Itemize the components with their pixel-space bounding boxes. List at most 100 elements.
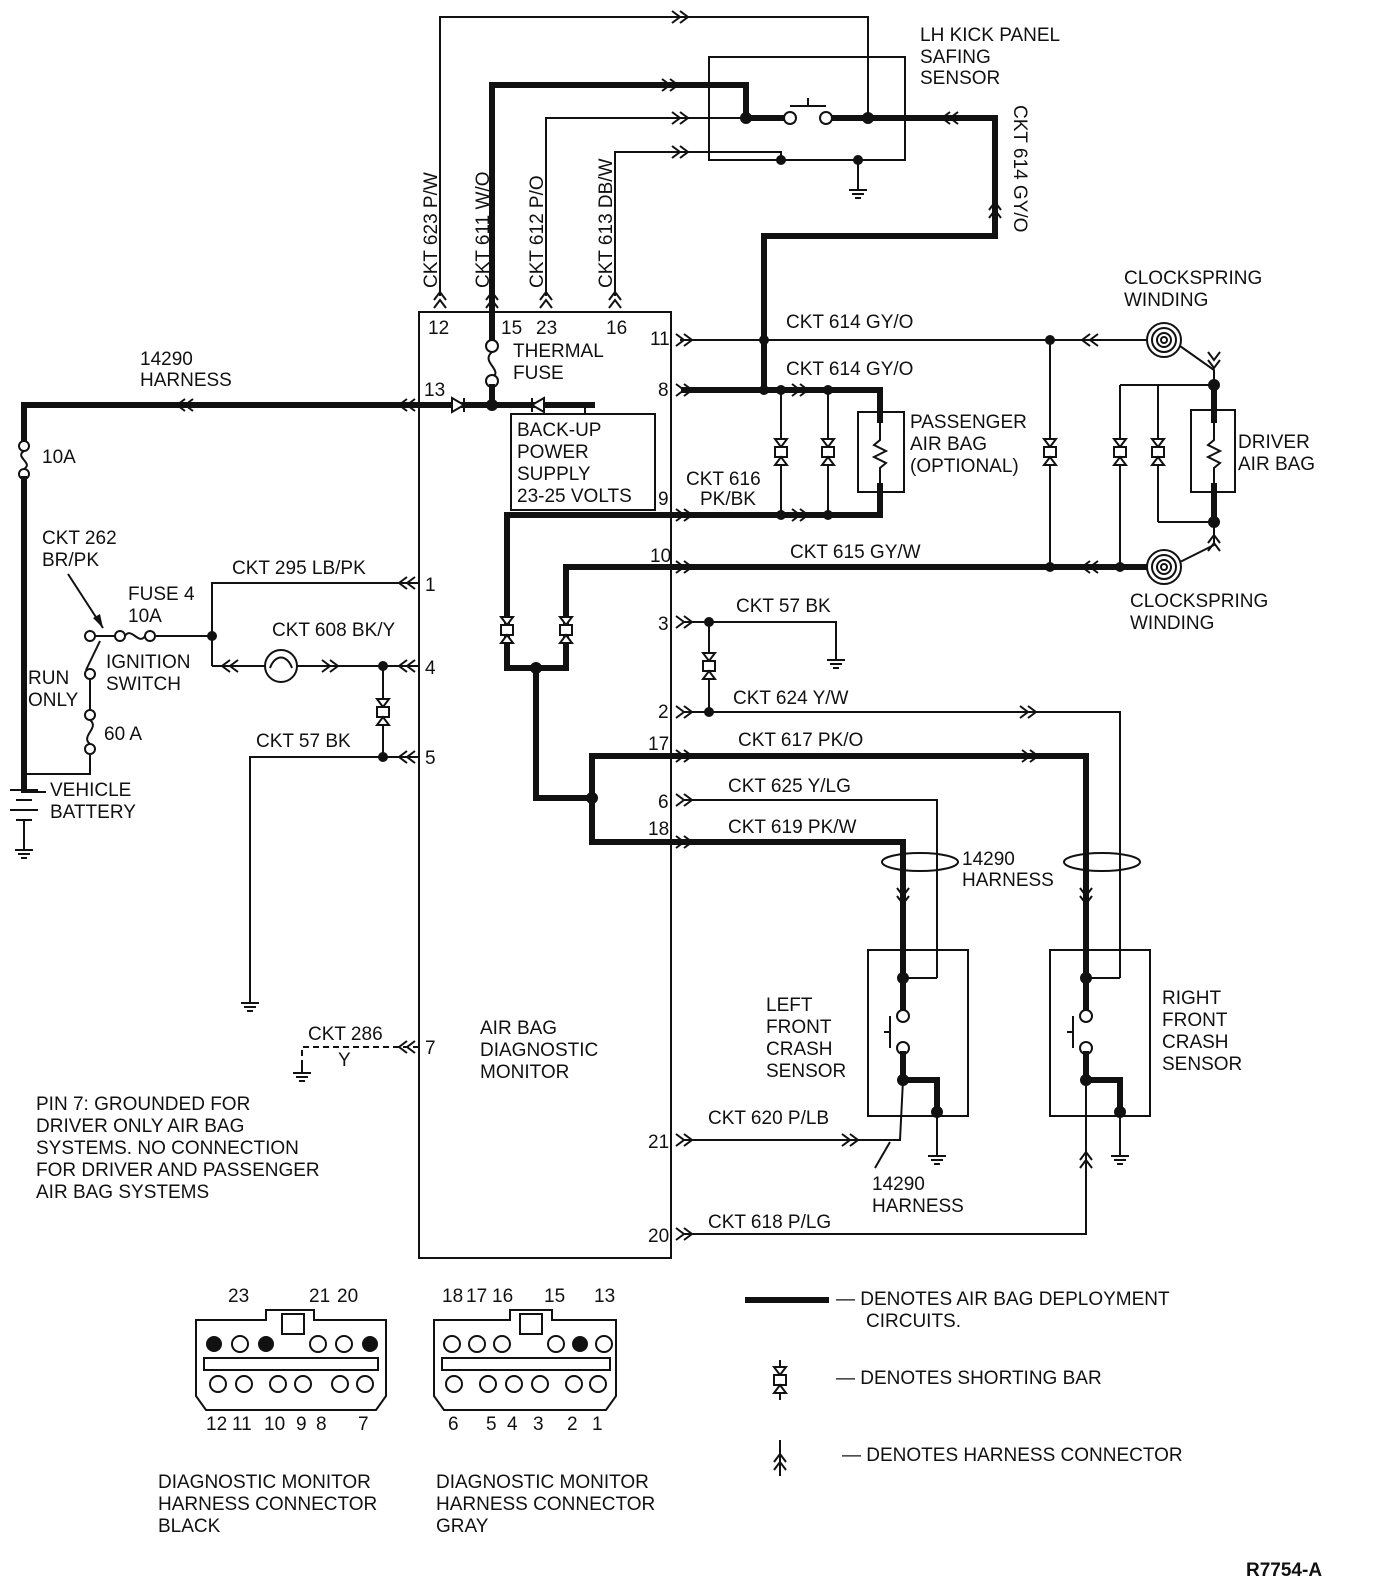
legend-shorting-bar-icon	[773, 1359, 787, 1401]
right-crash-label-4: SENSOR	[1162, 1054, 1242, 1075]
left-crash-label-3: CRASH	[766, 1039, 833, 1060]
right-crash-label-1: RIGHT	[1162, 988, 1222, 1009]
legend-harness-label: — DENOTES HARNESS CONNECTOR	[842, 1445, 1183, 1466]
backup-power-box	[510, 413, 656, 511]
gray-conn-bottom-2: 2	[567, 1414, 578, 1435]
pin7-note-5: AIR BAG SYSTEMS	[36, 1182, 209, 1203]
black-conn-bottom-12: 12	[206, 1414, 227, 1435]
ckt617-label: CKT 617 PK/O	[738, 730, 863, 751]
ckt614-vertical-label: CKT 614 GY/O	[1009, 105, 1030, 232]
ckt57-right-label: CKT 57 BK	[736, 596, 831, 617]
left-crash-label-1: LEFT	[766, 995, 813, 1016]
safing-label: SAFING	[920, 47, 991, 68]
backup-label-1: BACK-UP	[517, 420, 601, 441]
gray-conn-caption-3: GRAY	[436, 1516, 489, 1537]
pin-21: 21	[648, 1132, 669, 1153]
black-conn-bottom-7: 7	[358, 1414, 369, 1435]
gray-connector-diagram	[433, 1309, 617, 1411]
ignition-label-1: IGNITION	[106, 652, 190, 673]
legend-deploy-label-2: CIRCUITS.	[866, 1311, 961, 1332]
ckt608-label: CKT 608 BK/Y	[272, 620, 396, 641]
backup-label-4: 23-25 VOLTS	[517, 486, 632, 507]
harness-low-label-2: HARNESS	[872, 1196, 964, 1217]
backup-label-2: POWER	[517, 442, 589, 463]
passenger-label-3: (OPTIONAL)	[910, 456, 1019, 477]
monitor-label-1: AIR BAG	[480, 1018, 557, 1039]
black-conn-bottom-8: 8	[316, 1414, 327, 1435]
thermal-fuse-label-1: THERMAL	[513, 341, 604, 362]
black-conn-top-21: 21	[309, 1286, 330, 1307]
black-conn-bottom-11: 11	[232, 1414, 252, 1435]
ckt623-label: CKT 623 P/W	[421, 172, 442, 288]
gray-conn-caption-2: HARNESS CONNECTOR	[436, 1494, 655, 1515]
driver-label-2: AIR BAG	[1238, 454, 1315, 475]
pin-2: 2	[658, 702, 669, 723]
gray-conn-bottom-3: 3	[533, 1414, 544, 1435]
safing-sensor-box	[708, 56, 906, 161]
ckt57-left-label: CKT 57 BK	[256, 731, 351, 752]
ckt624-label: CKT 624 Y/W	[733, 688, 849, 709]
clockspring-top-label-2: WINDING	[1124, 290, 1208, 311]
ckt286-label-1: CKT 286	[308, 1024, 383, 1045]
ckt262-label-2: BR/PK	[42, 550, 99, 571]
pin7-note-4: FOR DRIVER AND PASSENGER	[36, 1160, 320, 1181]
gray-conn-top-16: 16	[492, 1286, 513, 1307]
pin-10: 10	[650, 546, 671, 567]
ckt295-label: CKT 295 LB/PK	[232, 558, 366, 579]
ckt614-a-label: CKT 614 GY/O	[786, 312, 913, 333]
black-conn-caption-1: DIAGNOSTIC MONITOR	[158, 1472, 371, 1493]
gray-conn-top-18: 18	[442, 1286, 463, 1307]
clockspring-bot-label-2: WINDING	[1130, 613, 1214, 634]
legend-short-label: — DENOTES SHORTING BAR	[836, 1368, 1102, 1389]
ckt613-label: CKT 613 DB/W	[596, 158, 617, 288]
clockspring-top-label-1: CLOCKSPRING	[1124, 268, 1262, 289]
pin-9: 9	[658, 489, 669, 510]
gray-conn-bottom-4: 4	[507, 1414, 518, 1435]
run-only-label-2: ONLY	[28, 690, 79, 711]
ckt616-label-1: CKT 616	[686, 469, 761, 490]
left-crash-sensor-box	[867, 949, 969, 1117]
gray-conn-top-13: 13	[594, 1286, 615, 1307]
pin-7: 7	[425, 1038, 436, 1059]
gray-conn-bottom-5: 5	[486, 1414, 497, 1435]
black-conn-caption-3: BLACK	[158, 1516, 221, 1537]
left-crash-label-2: FRONT	[766, 1017, 832, 1038]
backup-label-3: SUPPLY	[517, 464, 591, 485]
pin-11: 11	[650, 329, 670, 350]
left-crash-label-4: SENSOR	[766, 1061, 846, 1082]
fuse-60a-label: 60 A	[104, 724, 142, 745]
pin7-note-2: DRIVER ONLY AIR BAG	[36, 1116, 244, 1137]
figure-id: R7754-A	[1246, 1560, 1322, 1581]
ignition-label-2: SWITCH	[106, 674, 181, 695]
ckt618-label: CKT 618 P/LG	[708, 1212, 831, 1233]
ckt615-label: CKT 615 GY/W	[790, 542, 921, 563]
harness-mid-label-1: 14290	[962, 849, 1015, 870]
pin-1: 1	[425, 575, 436, 596]
harness-left-label-1: 14290	[140, 349, 193, 370]
ckt611-label: CKT 611 W/O	[473, 172, 494, 289]
pin-15: 15	[501, 318, 522, 339]
right-crash-sensor-box	[1049, 949, 1151, 1117]
ckt612-label: CKT 612 P/O	[527, 175, 548, 288]
ckt625-label: CKT 625 Y/LG	[728, 776, 851, 797]
gray-conn-bottom-6: 6	[448, 1414, 459, 1435]
gray-conn-top-17: 17	[466, 1286, 487, 1307]
thermal-fuse-label-2: FUSE	[513, 363, 564, 384]
monitor-label-2: DIAGNOSTIC	[480, 1040, 598, 1061]
harness-left-label-2: HARNESS	[140, 370, 232, 391]
pin-6: 6	[658, 792, 669, 813]
pin-20: 20	[648, 1226, 669, 1247]
black-connector-diagram	[195, 1309, 387, 1411]
ckt286-label-2: Y	[338, 1050, 351, 1071]
fuse4-label-2: 10A	[128, 606, 162, 627]
run-only-label-1: RUN	[28, 668, 69, 689]
driver-label-1: DRIVER	[1238, 432, 1310, 453]
pin-16: 16	[606, 318, 627, 339]
pin-3: 3	[658, 614, 669, 635]
ckt614-b-label: CKT 614 GY/O	[786, 359, 913, 380]
diagnostic-monitor-box	[418, 311, 672, 1259]
black-conn-bottom-10: 10	[264, 1414, 285, 1435]
harness-mid-label-2: HARNESS	[962, 870, 1054, 891]
pin-13: 13	[424, 380, 445, 401]
battery-label-2: BATTERY	[50, 802, 136, 823]
